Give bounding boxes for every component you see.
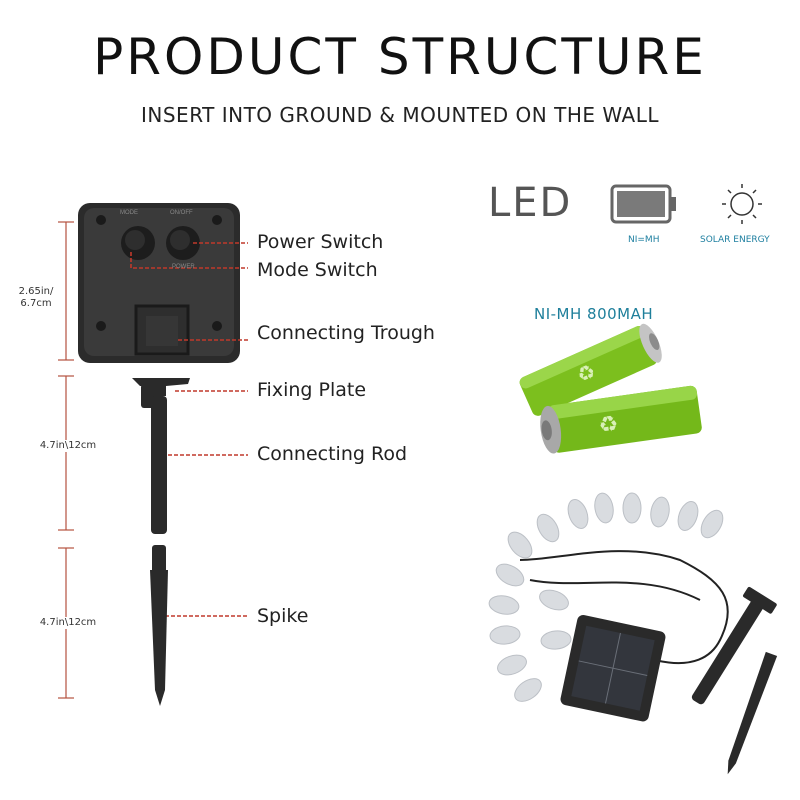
string-lights-photo: [488, 492, 778, 775]
sun-icon: [722, 184, 762, 224]
batteries-illustration: ♻ ♻: [519, 323, 702, 454]
stake-spike: [150, 545, 168, 706]
dimension-panel: 2.65in/ 6.7cm: [14, 286, 58, 310]
page-title: PRODUCT STRUCTURE: [93, 28, 707, 86]
label-power-switch: Power Switch: [257, 231, 384, 253]
svg-text:♻: ♻: [597, 411, 620, 439]
label-connecting-trough: Connecting Trough: [257, 322, 435, 344]
dimension-spike: 4.7in\12cm: [36, 617, 100, 629]
panel-mode-text: MODE: [120, 210, 138, 216]
label-connecting-rod: Connecting Rod: [257, 443, 408, 465]
battery-icon: [610, 184, 676, 224]
panel-power-text: POWER: [172, 264, 195, 270]
solar-panel-box: [78, 203, 240, 363]
stake-rod: [132, 378, 190, 534]
label-spike: Spike: [257, 605, 309, 627]
label-fixing-plate: Fixing Plate: [257, 379, 367, 401]
callout-lines: [130, 242, 248, 617]
dimension-panel-line1: 2.65in/: [18, 286, 54, 297]
label-mode-switch: Mode Switch: [257, 259, 378, 281]
led-label: LED: [488, 180, 573, 226]
panel-onoff-text: ON/OFF: [170, 210, 193, 216]
dimension-panel-line2: 6.7cm: [20, 298, 52, 309]
battery-capacity-label: NI-MH 800MAH: [534, 305, 654, 323]
solar-energy-label: SOLAR ENERGY: [700, 235, 770, 245]
dimension-rod: 4.7in\12cm: [36, 440, 100, 452]
page-subtitle: INSERT INTO GROUND & MOUNTED ON THE WALL: [141, 103, 659, 127]
battery-label: NI=MH: [628, 235, 660, 245]
